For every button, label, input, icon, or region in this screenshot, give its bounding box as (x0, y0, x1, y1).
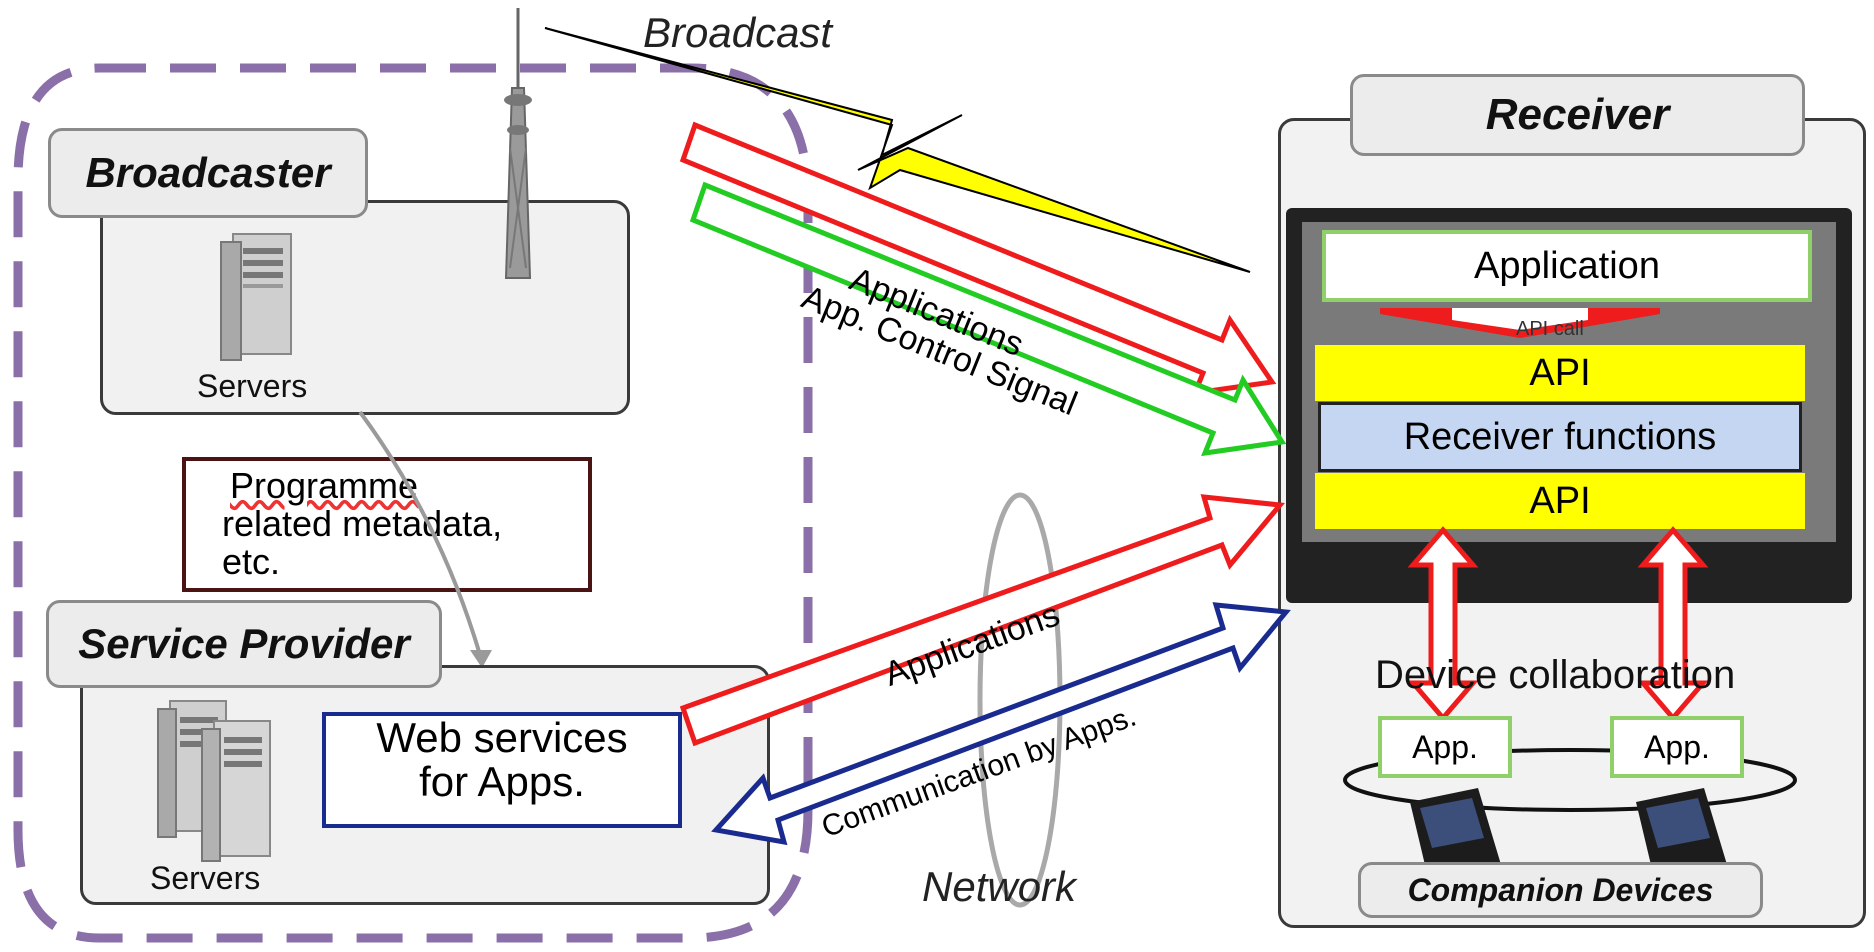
communication-arrow (711, 602, 1291, 846)
app-right-box: App. (1610, 716, 1744, 778)
lightning-bolt-icon (544, 27, 1251, 273)
metadata-note-line: etc. (222, 541, 281, 582)
api-call-label: API call (1516, 318, 1584, 340)
device-collaboration-label: Device collaboration (1375, 653, 1736, 697)
broadcaster-panel (100, 200, 630, 415)
tablet-icon (1410, 788, 1502, 886)
web-services-line: Web services (376, 714, 628, 761)
application-box: Application (1322, 230, 1812, 302)
control-signal-arrow (689, 181, 1287, 457)
service-provider-title: Service Provider (46, 600, 442, 688)
web-services-line: for Apps. (419, 758, 585, 805)
server-icon (220, 233, 292, 361)
metadata-note: Programme related metadata, etc. (182, 457, 592, 592)
metadata-note-line: related metadata, (222, 503, 503, 544)
companion-ring (1343, 748, 1797, 812)
service-provider-servers-label: Servers (150, 860, 261, 896)
broadcast-applications-arrow (679, 121, 1277, 397)
api-top-layer: API (1315, 345, 1805, 401)
metadata-note-line: Programme (230, 465, 419, 506)
broadcast-label: Broadcast (643, 9, 833, 56)
web-services-box: Web services for Apps. (322, 712, 682, 828)
api-call-arrow (1380, 308, 1660, 338)
network-applications-arrow (679, 494, 1285, 747)
tower-icon (504, 8, 532, 279)
receiver-title: Receiver (1350, 74, 1805, 156)
server-icon (157, 700, 271, 862)
receiver-functions-layer: Receiver functions (1318, 402, 1802, 472)
broadcaster-title: Broadcaster (48, 128, 368, 218)
api-bottom-layer: API (1315, 473, 1805, 529)
network-label: Network (922, 863, 1077, 910)
tablet-icon (1636, 788, 1728, 886)
app-left-box: App. (1378, 716, 1512, 778)
broadcaster-servers-label: Servers (197, 368, 308, 404)
companion-devices-label: Companion Devices (1358, 862, 1763, 918)
